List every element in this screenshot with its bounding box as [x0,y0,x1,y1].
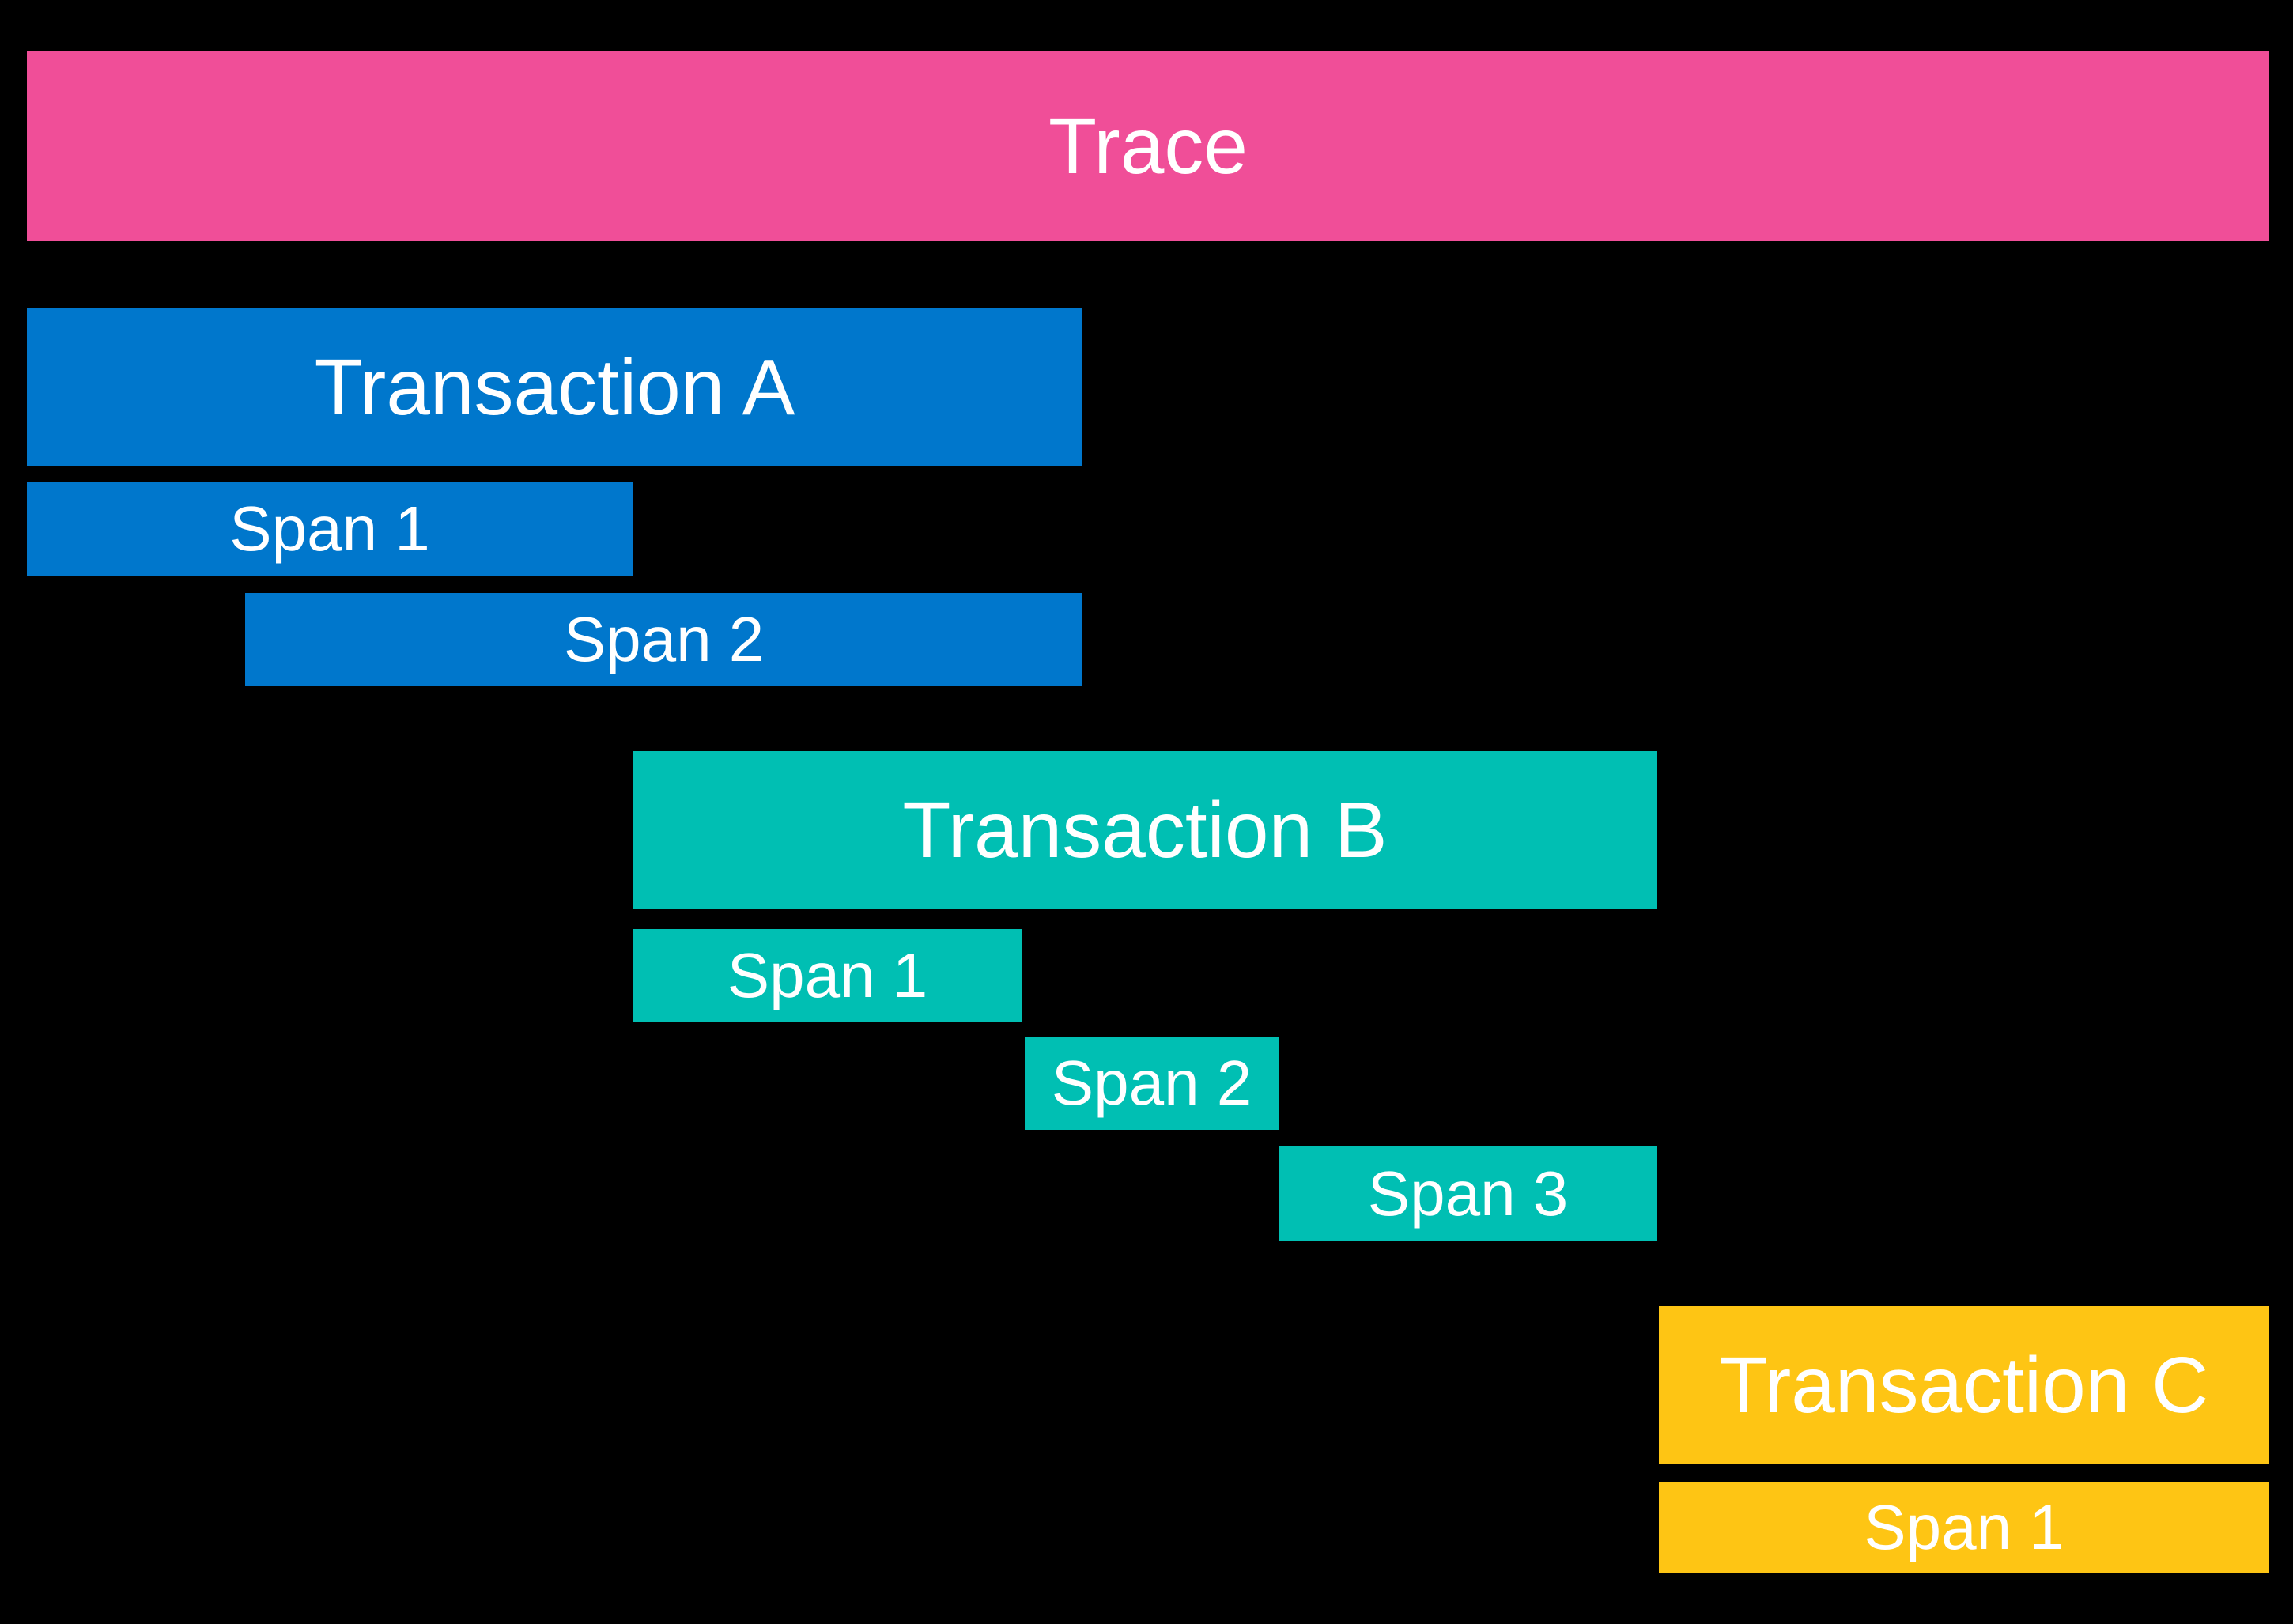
transaction-b-span-2-bar: Span 2 [1025,1037,1279,1130]
trace-bar: Trace [27,51,2269,241]
transaction-a-bar: Transaction A [27,308,1082,466]
transaction-a-span-2-bar: Span 2 [245,593,1082,686]
transaction-a-span-1-bar: Span 1 [27,482,633,576]
transaction-c-span-1-bar: Span 1 [1659,1482,2269,1573]
transaction-c-bar: Transaction C [1659,1306,2269,1464]
transaction-b-span-1-bar: Span 1 [633,929,1022,1022]
transaction-b-span-3-bar: Span 3 [1279,1146,1657,1241]
transaction-b-bar: Transaction B [633,751,1657,909]
